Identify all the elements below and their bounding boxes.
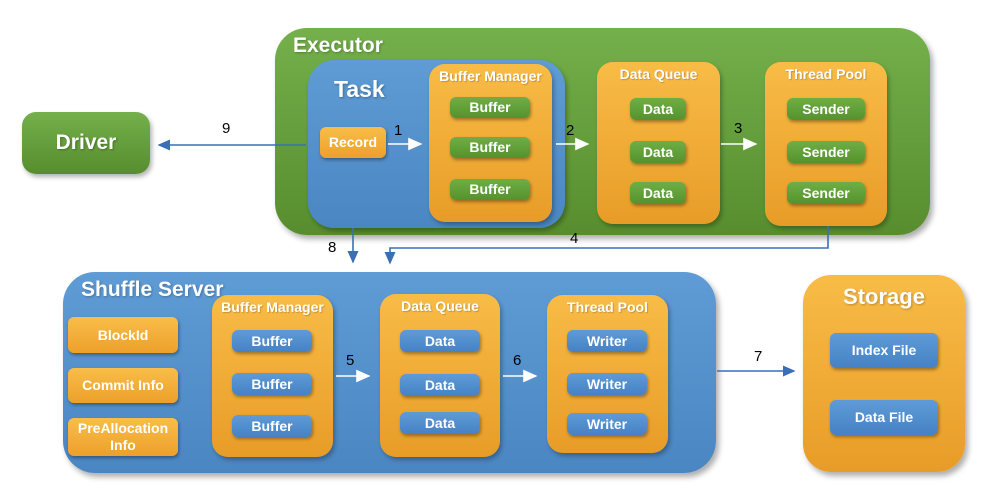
ss-thread-pool-title: Thread Pool <box>567 299 648 315</box>
exec-buffer-manager-title: Buffer Manager <box>439 68 542 84</box>
exec-thread-pool-box: Thread Pool Sender Sender Sender <box>765 62 887 226</box>
data-item: Data <box>630 98 686 120</box>
data-item: Data <box>630 141 686 163</box>
arrow-2-label: 2 <box>566 122 575 139</box>
data-item: Data <box>400 330 480 352</box>
sender-item: Sender <box>787 141 865 163</box>
buffer-item: Buffer <box>232 415 312 437</box>
buffer-item: Buffer <box>450 179 530 200</box>
arrow-7-label: 7 <box>754 348 763 365</box>
ss-buffer-manager-box: Buffer Manager Buffer Buffer Buffer <box>212 295 333 457</box>
writer-item: Writer <box>567 413 647 435</box>
exec-buffer-manager-box: Buffer Manager Buffer Buffer Buffer <box>429 64 552 222</box>
ss-buffer-manager-title: Buffer Manager <box>221 299 324 315</box>
writer-item: Writer <box>567 373 647 395</box>
arrow-8-label: 8 <box>328 239 337 256</box>
buffer-item: Buffer <box>450 137 530 158</box>
executor-title: Executor <box>293 34 383 57</box>
blockid-box: BlockId <box>68 317 178 353</box>
buffer-item: Buffer <box>450 97 530 118</box>
preallocation-info-box: PreAllocation Info <box>68 418 178 456</box>
ss-data-queue-title: Data Queue <box>401 298 479 314</box>
arrow-9-label: 9 <box>222 120 231 137</box>
data-file-box: Data File <box>830 400 938 435</box>
storage-title: Storage <box>843 284 925 309</box>
sender-item: Sender <box>787 98 865 120</box>
commit-info-box: Commit Info <box>68 368 178 403</box>
record-box: Record <box>320 127 386 158</box>
driver-box: Driver <box>22 112 150 174</box>
arrow-1-label: 1 <box>394 122 403 139</box>
arrow-3-label: 3 <box>734 120 743 137</box>
writer-item: Writer <box>567 330 647 352</box>
sender-item: Sender <box>787 182 865 204</box>
executor-box: Executor Task Record Buffer Manager Buff… <box>275 28 930 235</box>
exec-data-queue-title: Data Queue <box>619 66 698 82</box>
exec-data-queue-box: Data Queue Data Data Data <box>597 62 720 224</box>
buffer-item: Buffer <box>232 373 312 395</box>
index-file-box: Index File <box>830 333 938 368</box>
ss-thread-pool-box: Thread Pool Writer Writer Writer <box>547 295 668 453</box>
arrow-5-label: 5 <box>346 352 355 369</box>
data-item: Data <box>400 374 480 396</box>
storage-box: Storage Index File Data File <box>803 275 965 472</box>
buffer-item: Buffer <box>232 330 312 352</box>
exec-thread-pool-title: Thread Pool <box>785 66 867 82</box>
arrow-4-label: 4 <box>570 230 579 247</box>
ss-data-queue-box: Data Queue Data Data Data <box>380 294 500 457</box>
data-item: Data <box>630 182 686 204</box>
task-title: Task <box>334 76 385 102</box>
data-item: Data <box>400 412 480 434</box>
arrow-6-label: 6 <box>513 352 522 369</box>
shuffle-server-box: Shuffle Server BlockId Commit Info PreAl… <box>63 272 716 473</box>
shuffle-server-title: Shuffle Server <box>81 278 224 301</box>
